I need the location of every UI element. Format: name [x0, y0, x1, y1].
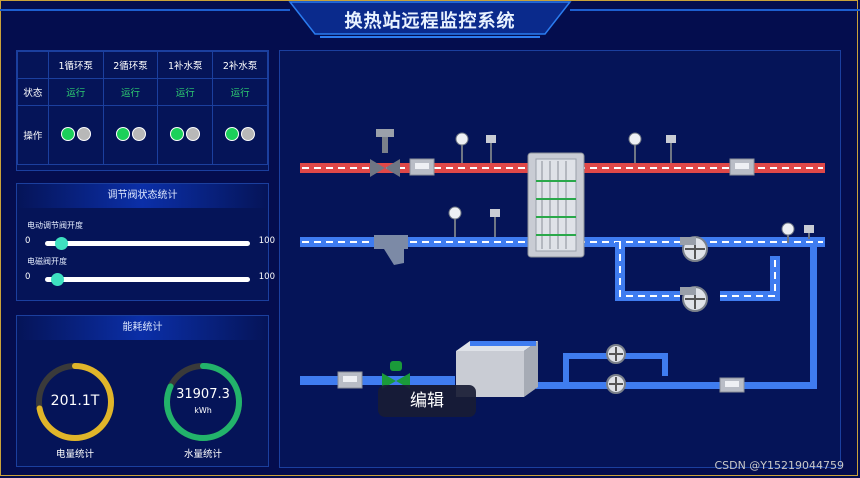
pump-panel: 1循环泵 2循环泵 1补水泵 2补水泵 状态 运行 运行 运行 运行 操作 — [16, 50, 269, 171]
status-value: 运行 — [47, 78, 104, 106]
pressure-gauge-icon — [781, 222, 795, 243]
pressure-gauge-icon — [448, 206, 462, 237]
column-header: 2补水泵 — [212, 51, 268, 79]
start-button[interactable] — [170, 126, 185, 141]
flow-meter — [409, 158, 435, 176]
gauge-label: 水量统计 — [183, 449, 222, 460]
operation-row: 操作 — [17, 105, 268, 165]
control-valve[interactable] — [370, 129, 400, 177]
temperature-sensor-icon — [666, 135, 676, 163]
valve-panel-title: 调节阀状态统计 — [17, 184, 268, 208]
status-value: 运行 — [212, 78, 268, 106]
slider-track[interactable] — [45, 237, 250, 250]
water-tank — [456, 341, 538, 397]
watermark: CSDN @Y15219044759 — [714, 459, 844, 472]
flow-meter — [729, 158, 755, 176]
pump-4-controls — [212, 105, 268, 165]
pump-1-controls — [47, 105, 104, 165]
edit-button[interactable]: 编辑 — [378, 385, 476, 417]
stop-button[interactable] — [186, 126, 201, 141]
gauge-value: 31907.3 — [176, 387, 230, 402]
pump-table-corner — [17, 51, 49, 79]
pressure-gauge-icon — [628, 132, 642, 163]
pressure-gauge-icon — [455, 132, 469, 163]
circulation-pump-1[interactable] — [680, 236, 708, 262]
energy-panel: 能耗统计 201.1T 31907.3 kWh 电量统计 水量统计 — [16, 315, 269, 467]
flow-meter — [719, 377, 745, 393]
start-button[interactable] — [225, 126, 240, 141]
process-diagram-panel — [279, 50, 841, 468]
process-diagram — [300, 129, 825, 397]
slider-max: 100 — [258, 236, 275, 246]
temperature-sensor-icon — [490, 209, 500, 237]
y-strainer — [374, 235, 408, 265]
gauge-unit: kWh — [194, 406, 212, 415]
temperature-sensor-icon — [804, 225, 814, 239]
valve-panel: 调节阀状态统计 电动调节阀开度 0 100 电磁阀开度 0 100 — [16, 183, 275, 301]
circulation-pump-2[interactable] — [680, 286, 708, 312]
stop-button[interactable] — [241, 126, 256, 141]
pump-table: 1循环泵 2循环泵 1补水泵 2补水泵 状态 运行 运行 运行 运行 操作 — [17, 51, 268, 165]
slider-track[interactable] — [45, 273, 250, 286]
make-up-pump-2[interactable] — [606, 374, 626, 394]
energy-panel-title: 能耗统计 — [17, 316, 268, 340]
page-title: 换热站远程监控系统 — [344, 11, 516, 32]
gauge-rings — [36, 363, 242, 441]
make-up-pump-1[interactable] — [606, 344, 626, 364]
flow-meter — [337, 371, 363, 389]
pump-3-controls — [157, 105, 214, 165]
gauge-value: 201.1T — [50, 393, 100, 409]
start-button[interactable] — [60, 126, 75, 141]
slider-label: 电磁阀开度 — [27, 257, 67, 266]
pump-2-controls — [102, 105, 159, 165]
column-header: 2循环泵 — [102, 51, 159, 79]
valve-opening-slider[interactable]: 0 100 — [25, 236, 275, 250]
plate-heat-exchanger — [527, 152, 585, 258]
stop-button[interactable] — [131, 126, 146, 141]
gauge-arc — [36, 363, 114, 441]
slider-min: 0 — [25, 236, 31, 246]
header-bar — [0, 1, 860, 38]
cold-water-pipe — [300, 237, 825, 382]
start-button[interactable] — [115, 126, 130, 141]
slider-min: 0 — [25, 272, 31, 282]
operation-label: 操作 — [17, 105, 49, 165]
slider-label: 电动调节阀开度 — [27, 221, 83, 230]
column-header: 1循环泵 — [47, 51, 104, 79]
status-value: 运行 — [157, 78, 214, 106]
status-value: 运行 — [102, 78, 159, 106]
column-header: 1补水泵 — [157, 51, 214, 79]
slider-max: 100 — [258, 272, 275, 282]
solenoid-opening-slider[interactable]: 0 100 — [25, 272, 275, 286]
gauge-label: 电量统计 — [55, 449, 94, 460]
gauge-arc — [164, 363, 242, 441]
temperature-sensor-icon — [486, 135, 496, 163]
slider-knob[interactable] — [51, 273, 65, 286]
status-row: 状态 运行 运行 运行 运行 — [17, 78, 268, 106]
pump-table-header: 1循环泵 2循环泵 1补水泵 2补水泵 — [17, 51, 268, 79]
slider-knob[interactable] — [55, 237, 69, 250]
status-label: 状态 — [17, 78, 49, 106]
stop-button[interactable] — [76, 126, 91, 141]
